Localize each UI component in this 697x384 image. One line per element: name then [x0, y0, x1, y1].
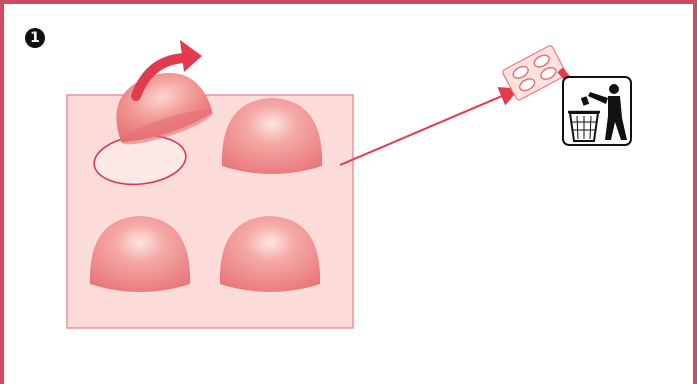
dispose-in-trash-icon — [563, 77, 631, 145]
pointer-arrow — [340, 90, 516, 165]
